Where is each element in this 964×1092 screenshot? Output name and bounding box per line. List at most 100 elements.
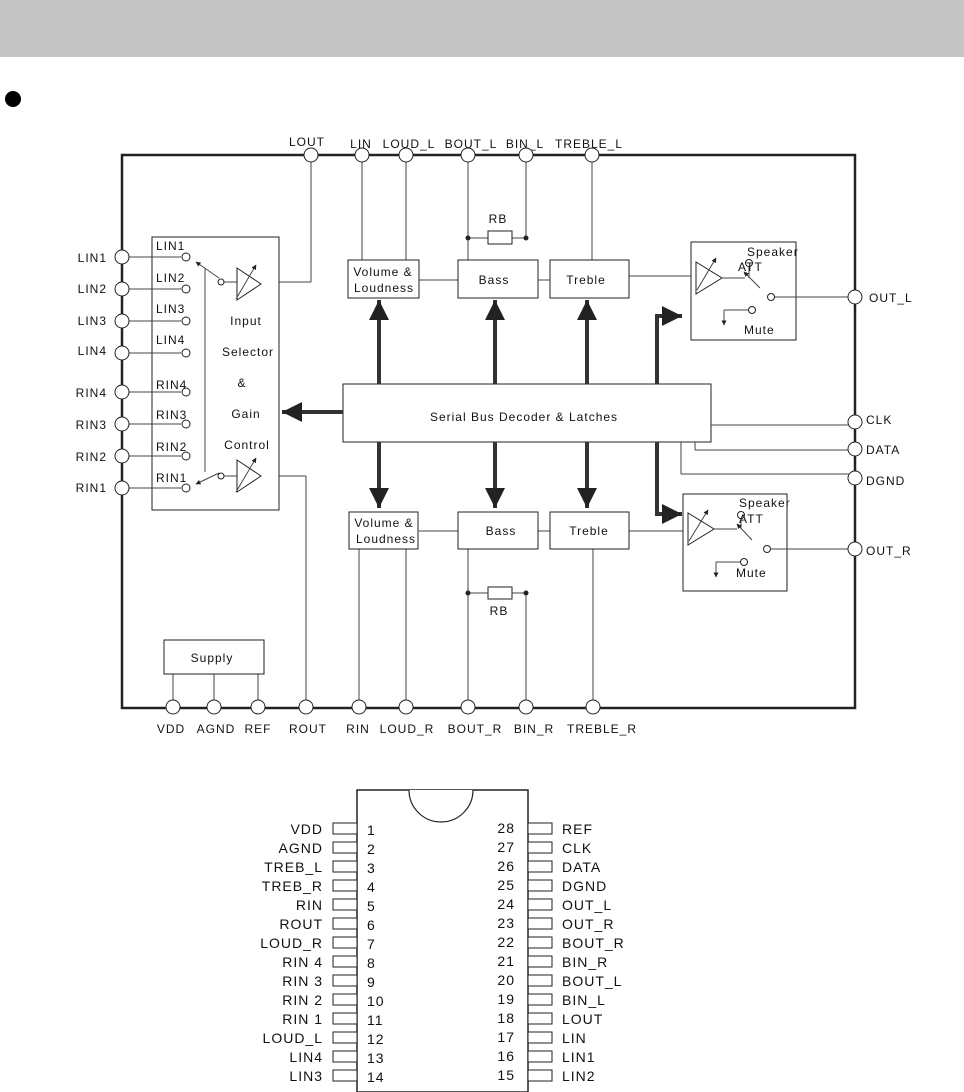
- rb-resistor-top: [487, 230, 513, 245]
- pin-name: BIN_L: [562, 992, 606, 1008]
- pin-pad: [527, 1031, 553, 1044]
- pin-name: LIN1: [562, 1049, 596, 1065]
- supply-block: Supply: [163, 639, 265, 675]
- pin-name: OUT_R: [562, 916, 614, 932]
- pin-label-vdd: VDD: [157, 722, 185, 736]
- left-pins: LIN1 LIN2 LIN3 LIN4 RIN4 RIN3 RIN2 RIN1: [76, 249, 152, 496]
- pin-label-lin2: LIN2: [78, 282, 107, 296]
- pin-name: DATA: [562, 859, 601, 875]
- pin-pad: [332, 822, 358, 835]
- pin-label-lin4: LIN4: [78, 344, 107, 358]
- selector-title-line2: Selector: [222, 345, 274, 359]
- pin-treble-r: [585, 699, 601, 715]
- pin-number: 4: [367, 879, 376, 895]
- pin-label-rin3: RIN3: [76, 418, 107, 432]
- pin-bin-l: [518, 147, 534, 163]
- pin-pad: [332, 1069, 358, 1082]
- pin-label-rin: RIN: [346, 722, 370, 736]
- rb-label-bottom: RB: [490, 604, 509, 618]
- pin-number: 15: [497, 1067, 515, 1083]
- pin-rin4: [114, 384, 130, 400]
- pin-name: LIN4: [289, 1049, 323, 1065]
- pin-name: RIN: [296, 897, 323, 913]
- pin-pad: [332, 955, 358, 968]
- bottom-pins: VDD AGND REF ROUT RIN LOUD_R BOUT_R BIN_…: [157, 699, 636, 736]
- pin-name: OUT_L: [562, 897, 612, 913]
- volume-loudness-block-bottom: Volume & Loudness: [348, 511, 419, 550]
- pin-data: [847, 441, 863, 457]
- pin-pad: [527, 898, 553, 911]
- pin-name: LIN: [562, 1030, 587, 1046]
- pin-loud-l: [398, 147, 414, 163]
- selector-input-lin3: LIN3: [156, 302, 185, 316]
- pin-pad: [332, 1050, 358, 1063]
- pin-label-treble-l: TREBLE_L: [555, 137, 623, 151]
- pin-number: 24: [497, 896, 515, 912]
- amp-triangle-icon-bottom: [236, 459, 262, 493]
- top-pins: LOUT LIN LOUD_L BOUT_L BIN_L TREBLE_L: [289, 135, 623, 163]
- vol-bottom-line1: Volume &: [354, 516, 413, 530]
- selector-input-rin3: RIN3: [156, 408, 187, 422]
- pin-label-agnd: AGND: [197, 722, 236, 736]
- pin-label-out-l: OUT_L: [869, 291, 913, 305]
- selector-input-rin4: RIN4: [156, 378, 187, 392]
- vol-top-line1: Volume &: [353, 265, 412, 279]
- pin-out-l: [847, 289, 863, 305]
- pin-pad: [332, 879, 358, 892]
- pin-name: RIN 1: [282, 1011, 323, 1027]
- bass-bottom-label: Bass: [486, 524, 517, 538]
- pin-number: 9: [367, 974, 376, 990]
- pin-label-loud-r: LOUD_R: [380, 722, 435, 736]
- pin-rout: [298, 699, 314, 715]
- pin-name: DGND: [562, 878, 607, 894]
- pin-number: 8: [367, 955, 376, 971]
- pin-number: 28: [497, 820, 515, 836]
- pin-number: 22: [497, 934, 515, 950]
- pin-label-ref: REF: [245, 722, 272, 736]
- pin-label-dgnd: DGND: [866, 474, 905, 488]
- vol-bottom-line2: Loudness: [356, 532, 416, 546]
- selector-input-rin1: RIN1: [156, 471, 187, 485]
- treble-block-bottom: Treble: [549, 511, 630, 550]
- selector-input-lin4: LIN4: [156, 333, 185, 347]
- pin-pad: [332, 993, 358, 1006]
- input-selector-block: LIN1 LIN2 LIN3 LIN4 RIN4 RIN3 RIN2 RIN1 …: [151, 236, 280, 511]
- pin-pad: [332, 974, 358, 987]
- pin-number: 11: [367, 1012, 384, 1028]
- speaker-att-block-bottom: Speaker ATT Mute: [682, 493, 848, 592]
- selector-title-line1: Input: [230, 314, 262, 328]
- pin-name: TREB_R: [262, 878, 323, 894]
- package-pin-row: RIN 1 11: [282, 1011, 384, 1028]
- pin-name: VDD: [290, 821, 323, 837]
- treble-top-label: Treble: [566, 273, 606, 287]
- pin-pad: [332, 898, 358, 911]
- pin-label-rin1: RIN1: [76, 481, 107, 495]
- serial-bus-decoder-block: Serial Bus Decoder & Latches: [342, 383, 712, 443]
- pin-label-bin-l: BIN_L: [506, 137, 544, 151]
- bullet-icon: [5, 91, 21, 107]
- pin-label-out-r: OUT_R: [866, 544, 912, 558]
- pin-out-r: [847, 541, 863, 557]
- pin-name: RIN 2: [282, 992, 323, 1008]
- pin-pad: [527, 1069, 553, 1082]
- treble-block-top: Treble: [549, 259, 630, 299]
- pin-lin3: [114, 313, 130, 329]
- pin-pad: [527, 917, 553, 930]
- pin-pad: [332, 936, 358, 949]
- volume-loudness-block-top: Volume & Loudness: [347, 259, 420, 299]
- pin-number: 14: [367, 1069, 385, 1085]
- bass-block-top: Bass: [457, 259, 539, 299]
- pin-name: LOUD_R: [260, 935, 323, 951]
